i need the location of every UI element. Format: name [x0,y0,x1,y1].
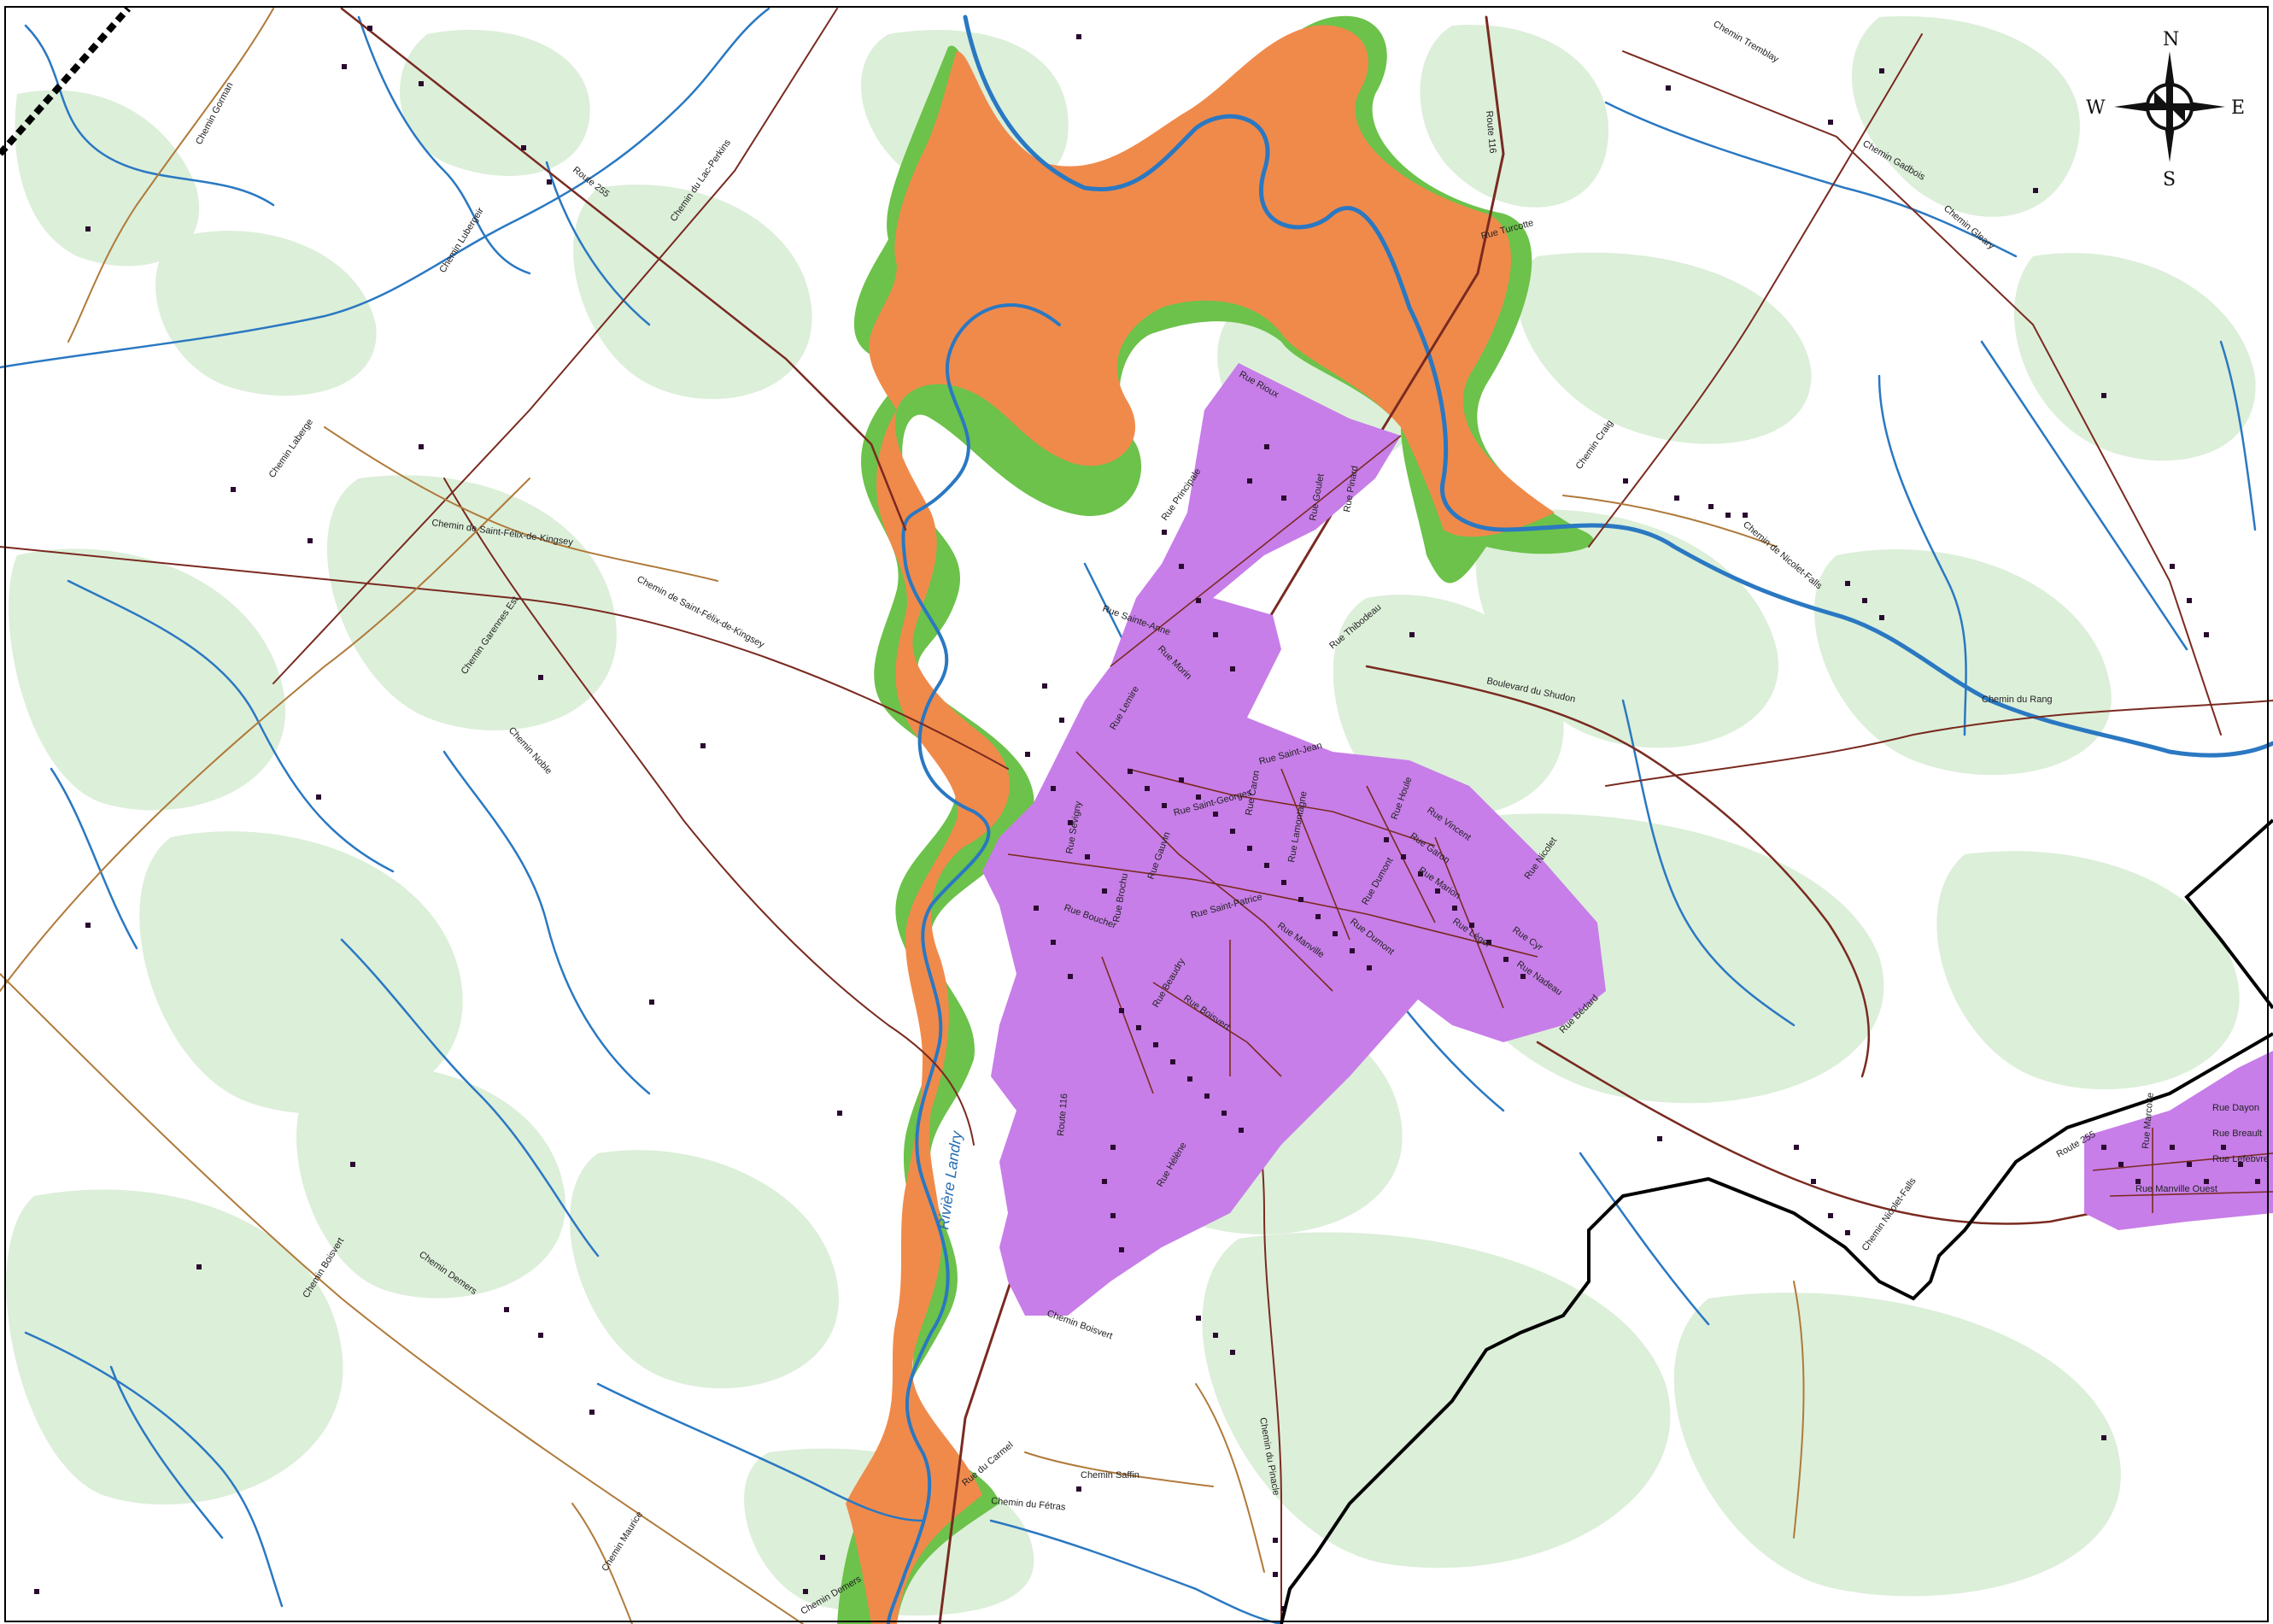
flood-zone [837,15,1594,1624]
road-label: Route 116 [1056,1093,1069,1136]
flood-zone-high [846,25,1555,1624]
compass-label-west: W [2086,97,2106,119]
road-label: Rue Breault [2212,1129,2262,1139]
map-frame [4,6,2269,1622]
compass-label-south: S [2163,169,2176,191]
road-label: Rue Lefebvre [2212,1154,2269,1164]
road-label: Chemin Saffin [1081,1470,1139,1480]
urban-east [2084,1051,2273,1230]
road-label: Rue Manville Ouest [2135,1184,2217,1194]
main-river [963,15,2273,758]
landry-river [887,303,1061,1624]
forest-layer [6,16,2256,1616]
road-label: Chemin du Rang [1982,695,2053,705]
compass-label-north: N [2163,29,2179,50]
compass-label-east: E [2231,97,2245,119]
road-label: Rue Marcotte [2141,1092,2156,1149]
urban-main [982,363,1606,1316]
urban-area [982,363,2273,1316]
road-label: Route 116 [1484,110,1497,154]
railway [0,6,131,156]
compass-rose: N S E W [2086,29,2245,191]
municipal-boundary [1280,818,2273,1624]
road-label: Rue Dayon [2212,1103,2259,1113]
